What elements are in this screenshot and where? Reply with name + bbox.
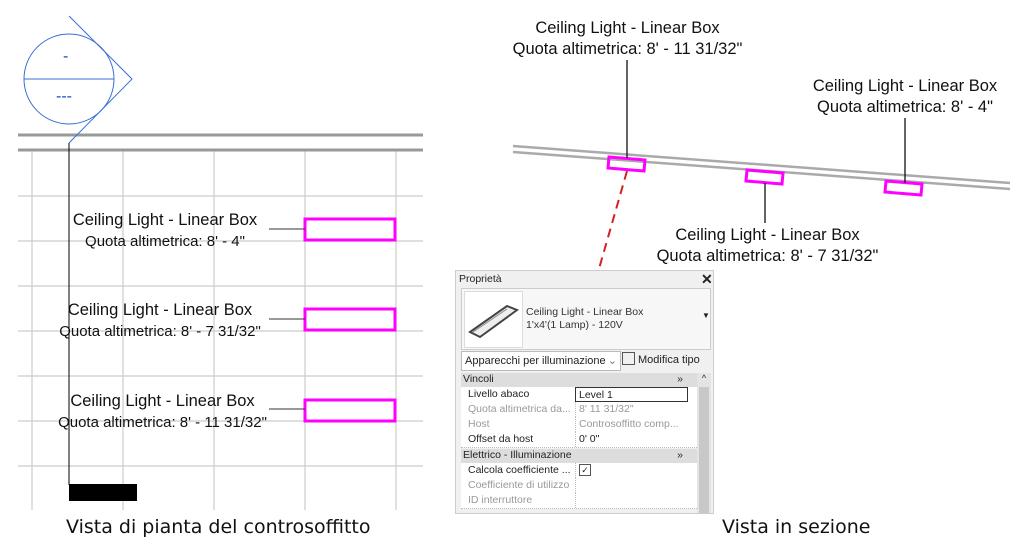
prop-key: Livello abaco [468, 388, 530, 400]
fixture-name: Ceiling Light - Linear Box [70, 392, 255, 410]
group-label: Vincoli [463, 373, 494, 385]
type-name: Ceiling Light - Linear Box [526, 306, 644, 318]
group-elettrico[interactable]: Elettrico - Illuminazione » [461, 449, 697, 463]
edit-type-label: Modifica tipo [638, 354, 700, 366]
prop-value [575, 478, 687, 493]
fixture-thumbnail-icon [464, 291, 523, 348]
category-value: Apparecchi per illuminazione [465, 355, 606, 367]
plan-fixture-2 [303, 307, 397, 332]
checkbox-checked-icon: ✓ [579, 464, 591, 476]
properties-panel: Proprietà ✕ Ceiling Light - Linear Box 1… [455, 270, 714, 514]
prop-key: Host [468, 418, 490, 430]
fixture-name: Ceiling Light - Linear Box [67, 301, 253, 319]
prop-checkbox[interactable]: ✓ [575, 463, 687, 478]
fixture-elevation: Quota altimetrica: 8' - 7 31/32" [656, 247, 879, 265]
category-select[interactable]: Apparecchi per illuminazione⌄ [461, 351, 621, 371]
group-label: Elettrico - Illuminazione [463, 449, 572, 461]
prop-row: ID interruttore [461, 493, 697, 509]
dropdown-arrow-icon[interactable]: ▼ [702, 311, 710, 320]
fixture-name: Ceiling Light - Linear Box [812, 77, 998, 95]
prop-value [575, 493, 687, 508]
prop-row: Coefficiente di utilizzo [461, 478, 697, 494]
prop-row[interactable]: Calcola coefficiente ... ✓ [461, 463, 697, 479]
prop-key: Calcola coefficiente ... [468, 464, 571, 476]
prop-key: Offset da host [468, 433, 534, 445]
fixture-elevation: Quota altimetrica: 8' - 11 31/32" [512, 40, 743, 58]
prop-key: Coefficiente di utilizzo [468, 479, 570, 491]
edit-type-button[interactable]: Modifica tipo [622, 351, 700, 369]
prop-key: Quota altimetrica da... [468, 403, 571, 415]
prop-value-input[interactable]: 0' 0" [575, 432, 687, 447]
group-vincoli[interactable]: Vincoli » [461, 373, 697, 387]
section-tag-top: - [63, 48, 69, 65]
prop-row[interactable]: Livello abaco Level 1 [461, 387, 697, 403]
scrollbar[interactable]: ^ [697, 373, 711, 513]
close-icon[interactable]: ✕ [701, 271, 713, 287]
section-fixture-2 [744, 168, 785, 186]
prop-row: Quota altimetrica da... 8' 11 31/32" [461, 402, 697, 418]
type-subname: 1'x4'(1 Lamp) - 120V [526, 319, 623, 331]
prop-row[interactable]: Offset da host 0' 0" [461, 432, 697, 448]
panel-title: Proprietà [459, 273, 502, 285]
section-fixture-1 [606, 155, 647, 173]
fixture-elevation: Quota altimetrica: 8' - 4" [85, 233, 245, 250]
prop-value-input[interactable]: Level 1 [575, 387, 688, 402]
type-selector[interactable]: Ceiling Light - Linear Box 1'x4'(1 Lamp)… [461, 288, 711, 350]
section-end-marker [69, 484, 137, 501]
section-tag-bottom: --- [56, 88, 72, 105]
fixture-elevation: Quota altimetrica: 8' - 4" [817, 98, 993, 116]
collapse-icon[interactable]: » [677, 449, 683, 461]
collapse-icon[interactable]: » [677, 373, 683, 385]
edit-type-icon [622, 352, 635, 365]
fixture-elevation: Quota altimetrica: 8' - 7 31/32" [59, 323, 261, 340]
chevron-down-icon: ⌄ [607, 355, 617, 367]
prop-value: 8' 11 31/32" [575, 402, 687, 417]
section-tag-icon [23, 15, 133, 144]
fixture-name: Ceiling Light - Linear Box [535, 19, 720, 37]
plan-fixture-3 [303, 398, 397, 423]
prop-key: ID interruttore [468, 494, 533, 506]
section-fixture-3 [883, 179, 924, 197]
fixture-name: Ceiling Light - Linear Box [675, 226, 860, 244]
scroll-thumb[interactable] [699, 387, 709, 513]
scroll-up-icon[interactable]: ^ [701, 373, 707, 383]
plan-fixture-1 [303, 217, 397, 242]
fixture-name: Ceiling Light - Linear Box [72, 211, 258, 229]
section-caption: Vista in sezione [722, 516, 871, 538]
fixture-elevation: Quota altimetrica: 8' - 11 31/32" [58, 414, 267, 431]
plan-caption: Vista di pianta del controsoffitto [66, 516, 371, 538]
prop-value: Controsoffitto comp... [575, 417, 687, 432]
prop-row: Host Controsoffitto comp... [461, 417, 697, 433]
